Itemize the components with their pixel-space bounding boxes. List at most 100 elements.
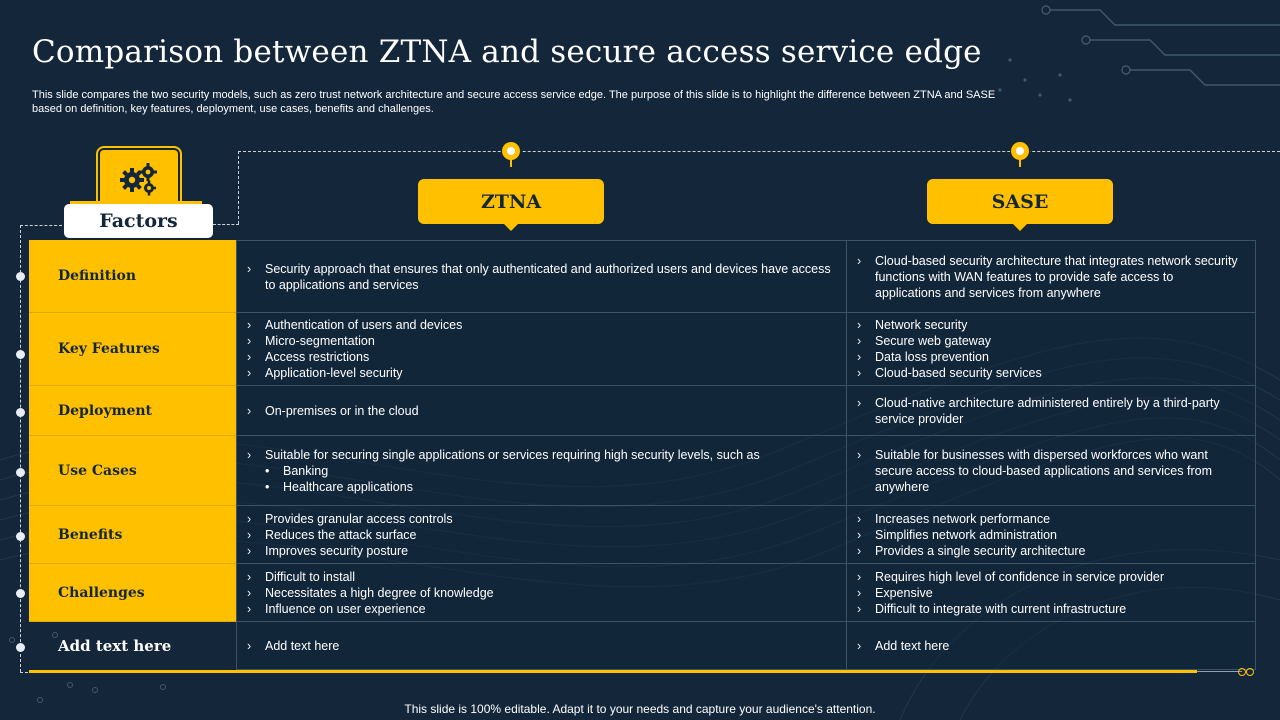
bullet-icon: › [857, 318, 862, 332]
sase-cell: › Suitable for businesses with dispersed … [847, 436, 1256, 506]
bullet-icon: › [247, 350, 252, 364]
bullet-icon: › [857, 569, 862, 584]
cell-text: Influence on user experience [265, 601, 426, 616]
timeline-dot [16, 468, 25, 477]
bullet-icon: › [247, 527, 252, 542]
cell-text: Access restrictions [265, 350, 370, 364]
cell-text: Simplifies network administration [875, 527, 1058, 542]
bullet-icon: › [247, 585, 252, 600]
footer-note: This slide is 100% editable. Adapt it to… [404, 702, 876, 716]
ztna-cell: › On-premises or in the cloud [236, 386, 847, 436]
factor-label[interactable]: Add text here [58, 637, 172, 655]
ztna-cell: ›Difficult to install ›Necessitates a hi… [236, 564, 847, 622]
connector-line-bottom [20, 672, 28, 673]
sase-cell: ›Cloud-based security architecture that … [847, 240, 1256, 313]
factor-label: Use Cases [29, 436, 236, 506]
cell-text: Suitable for businesses with dispersed w… [875, 447, 1212, 494]
cell-text: Micro-segmentation [265, 334, 375, 348]
connector-line-link [238, 151, 239, 224]
connector-line-top [238, 151, 1280, 152]
sase-cell: ›Increases network performance ›Simplifi… [847, 506, 1256, 564]
cell-text: Security approach that ensures that only… [265, 261, 831, 292]
cell-text: Application-level security [265, 366, 403, 380]
page-title: Comparison between ZTNA and secure acces… [32, 34, 982, 70]
bullet-icon: › [857, 350, 862, 364]
bullet-icon: › [857, 527, 862, 542]
table-row-benefits: Benefits ›Provides granular access contr… [29, 506, 1256, 564]
sase-cell: › Network security › Secure web gateway › D… [847, 313, 1256, 386]
cell-text: Difficult to integrate with current infr… [875, 601, 1127, 616]
factor-label: Challenges [29, 564, 236, 622]
cell-text: Suitable for securing single application… [265, 447, 760, 462]
ztna-pin-tail [510, 159, 512, 167]
bullet-icon: › [247, 569, 252, 584]
page-subtitle: This slide compares the two security mod… [32, 89, 996, 115]
cell-text[interactable]: Add text here [265, 638, 340, 653]
cell-text: Provides a single security architecture [875, 543, 1086, 558]
bullet-icon: › [857, 447, 862, 462]
timeline-dot [16, 408, 25, 417]
table-row-deployment: Deployment ›On-premises or in the cloud … [29, 386, 1256, 436]
factor-label: Deployment [29, 386, 236, 436]
sase-header: SASE [927, 179, 1113, 231]
bullet-icon: › [857, 585, 862, 600]
cell-text: Reduces the attack surface [265, 527, 417, 542]
cell-text[interactable]: Add text here [875, 638, 950, 653]
table-row-challenges: Challenges ›Difficult to install ›Necess… [29, 564, 1256, 622]
sase-cell: ›Cloud-native architecture administered … [847, 386, 1256, 436]
cell-text: Authentication of users and devices [265, 318, 463, 332]
cell-text: Expensive [875, 585, 933, 600]
cell-text: Necessitates a high degree of knowledge [265, 585, 494, 600]
bullet-icon: › [247, 638, 252, 653]
cell-text: Requires high level of confidence in ser… [875, 569, 1165, 584]
ztna-header: ZTNA [418, 179, 604, 231]
sase-cell: › Add text here [847, 622, 1256, 670]
sub-bullet-icon: • [265, 479, 270, 494]
bullet-icon: › [247, 543, 252, 558]
bullet-icon: › [857, 601, 862, 616]
sase-pin-tail [1019, 159, 1021, 167]
ztna-cell: › Security approach that ensures that onl… [236, 240, 847, 313]
bullet-icon: › [857, 638, 862, 653]
factors-header: Factors [64, 204, 213, 238]
bullet-icon: › [857, 366, 862, 380]
table-row-key-features: Key Features ›Authentication of users an… [29, 313, 1256, 386]
connector-line-left [20, 225, 21, 672]
ztna-pin-icon [502, 142, 520, 160]
gears-icon [120, 163, 157, 196]
cell-text: Data loss prevention [875, 350, 989, 364]
cell-text: Network security [875, 318, 968, 332]
cell-text: Provides granular access controls [265, 511, 453, 526]
bullet-icon: › [857, 334, 862, 348]
bullet-icon: › [247, 334, 252, 348]
sase-pin-icon [1011, 142, 1029, 160]
timeline-dot [16, 272, 25, 281]
bullet-icon: › [247, 403, 252, 418]
ztna-cell: › Authentication of users and devices › Mi… [236, 313, 847, 386]
bottom-accent-line [29, 670, 1197, 673]
factors-tab-accent [70, 201, 202, 204]
cell-text: Cloud-based security architecture that i… [875, 253, 1238, 300]
cell-text: Improves security posture [265, 543, 409, 558]
bullet-icon: › [247, 447, 252, 462]
connector-line-left-h [20, 225, 62, 226]
timeline-dot [16, 532, 25, 541]
cell-text: On-premises or in the cloud [265, 403, 419, 418]
end-dot-icon [1238, 668, 1246, 676]
timeline-dot [16, 350, 25, 359]
ztna-cell: › Add text here [236, 622, 847, 670]
bullet-icon: › [247, 318, 252, 332]
cell-text: Cloud-native architecture administered e… [875, 395, 1220, 426]
timeline-dot [16, 589, 25, 598]
bullet-icon: › [247, 601, 252, 616]
cell-text: Healthcare applications [283, 479, 413, 494]
bullet-icon: › [247, 261, 252, 276]
timeline-dot [16, 643, 25, 652]
bullet-icon: › [857, 543, 862, 558]
table-row-use-cases: Use Cases › Suitable for securing single … [29, 436, 1256, 506]
end-dot-icon [1246, 668, 1254, 676]
bottom-thin-line [1197, 671, 1242, 672]
table-row-definition: Definition ›Security approach that ensur… [29, 240, 1256, 313]
cell-text: Secure web gateway [875, 334, 992, 348]
cell-text: Banking [283, 463, 329, 478]
